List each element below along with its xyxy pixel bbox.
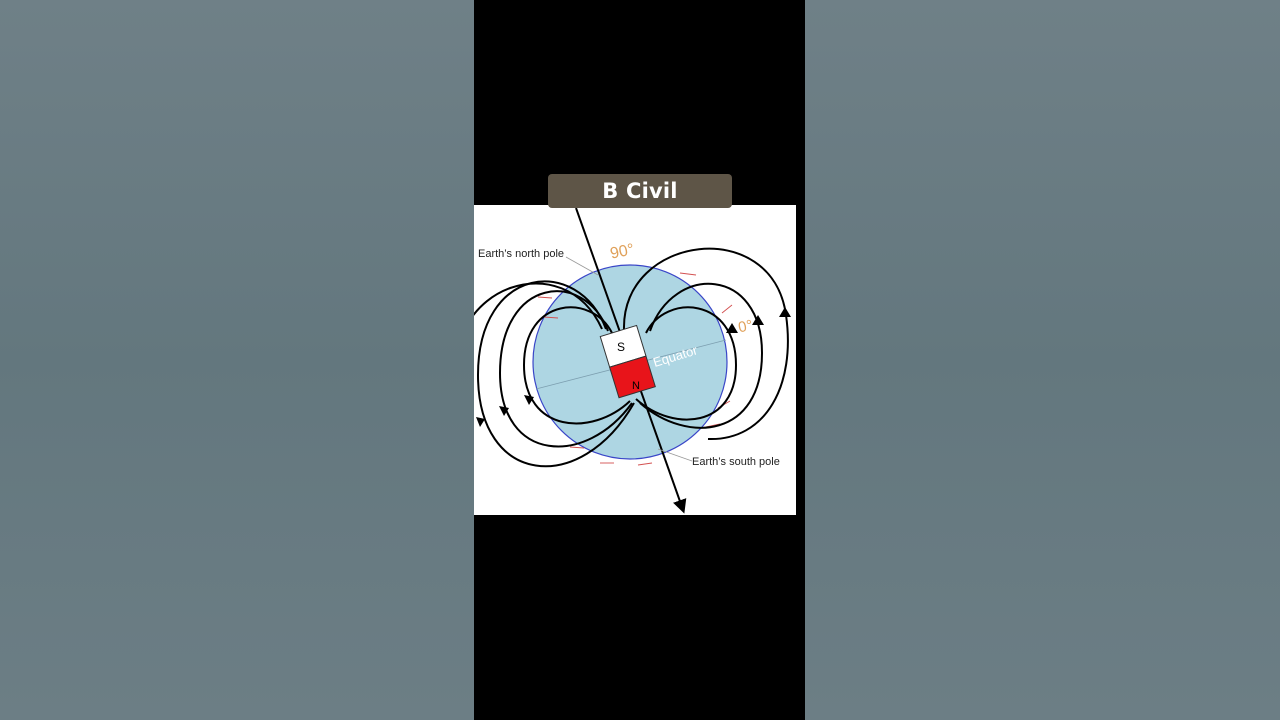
video-caption: B Civil Engineer xyxy=(548,174,732,237)
north-pole-label: Earth’s north pole xyxy=(478,248,564,260)
blurred-background-right xyxy=(805,0,1280,720)
south-pole-label: Earth’s south pole xyxy=(692,456,780,468)
magnet-s-label: S xyxy=(617,340,625,354)
angle-90-label: 90° xyxy=(609,241,636,263)
south-pole-pointer xyxy=(657,448,693,462)
angle-0-label: 0° xyxy=(737,317,755,337)
magnet-n-label: N xyxy=(632,380,640,392)
field-lines xyxy=(474,247,789,468)
magnet-north-half xyxy=(609,355,656,399)
north-pole-pointer xyxy=(565,256,599,276)
field-line-arrowheads xyxy=(476,307,791,427)
bar-magnet xyxy=(599,324,656,399)
earth-magnetic-field-diagram: S N Earth’s north pole Earth’s south pol… xyxy=(474,205,796,515)
blurred-background-left xyxy=(0,0,474,720)
